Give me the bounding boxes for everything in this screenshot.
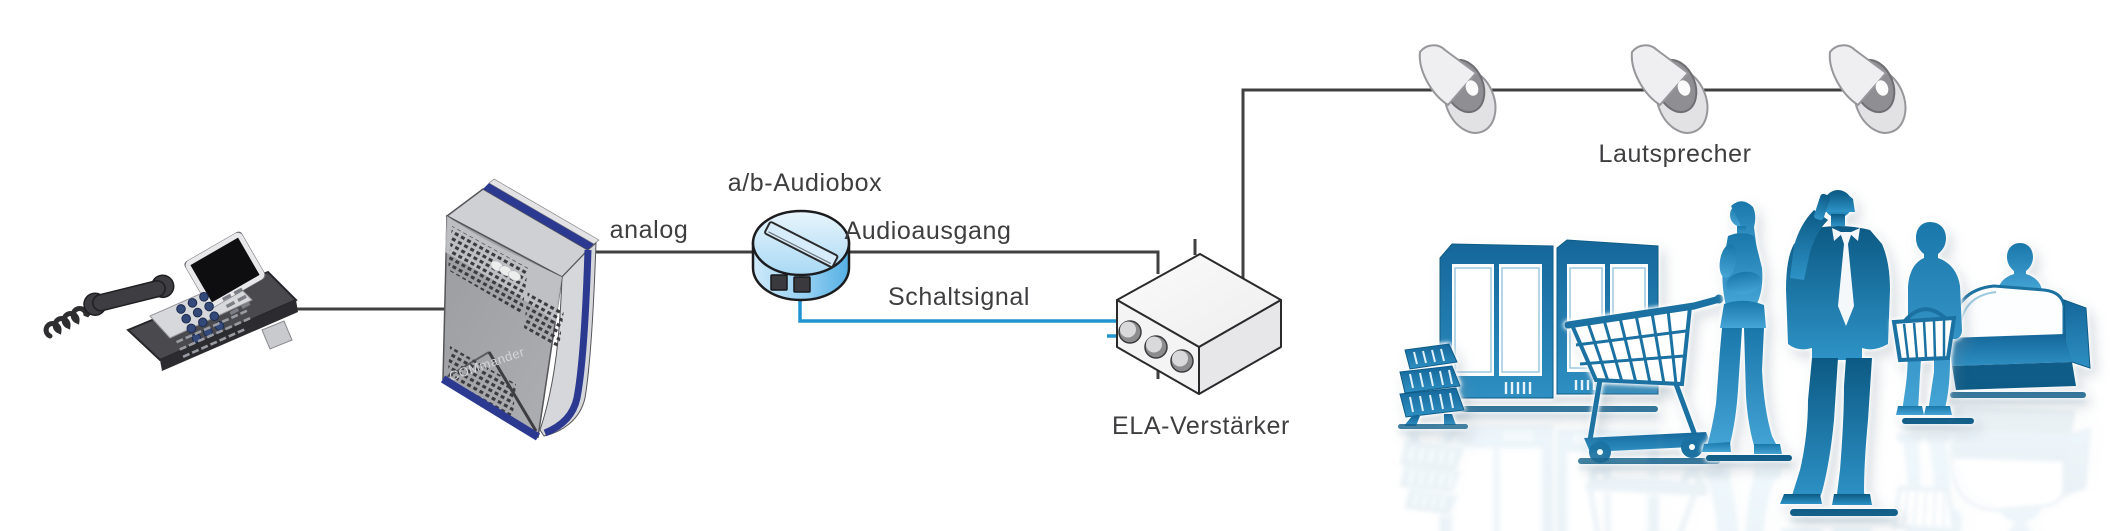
pbx-groove-left <box>446 351 490 378</box>
pbx-stripe-right <box>543 249 592 437</box>
phone-display <box>184 231 266 309</box>
man-with-phone-silhouette <box>1780 190 1898 516</box>
shopper-with-basket-silhouette <box>1891 222 1974 424</box>
speaker-icon <box>1828 44 1916 142</box>
woman-silhouette <box>1702 201 1792 461</box>
speaker-icon <box>1418 44 1506 142</box>
pbx-stripe-bottom <box>440 375 541 441</box>
label-speakers: Lautsprecher <box>1598 140 1752 168</box>
pbx-logo <box>490 260 521 282</box>
phone-dial-keys <box>176 291 225 343</box>
audiobox-port-2 <box>793 276 811 293</box>
wire-amplifier-to-speakers <box>1241 88 1868 278</box>
clerk-silhouette <box>1998 243 2042 292</box>
audiobox-port-1 <box>770 274 788 291</box>
handset <box>83 274 175 316</box>
telephone-illustration <box>43 231 298 371</box>
pbx-illustration: COMmander <box>440 178 600 441</box>
label-audio-output: Audioausgang <box>844 217 1012 245</box>
phone-function-keys <box>222 287 251 316</box>
amplifier-knobs <box>1118 320 1194 373</box>
shopping-cart <box>1564 294 1724 464</box>
handset-cord <box>43 305 103 339</box>
label-analog: analog <box>609 216 689 244</box>
speaker-icon <box>1630 44 1718 142</box>
amplifier-right-face <box>1198 299 1282 395</box>
pbx-groove <box>487 351 538 432</box>
pbx-stripe-top <box>483 183 594 250</box>
phone-speed-keys <box>176 309 251 358</box>
pbx-top-edge <box>488 178 600 245</box>
label-audiobox: a/b-Audiobox <box>727 169 883 197</box>
supermarket-scene <box>1398 190 2090 531</box>
audiobox-illustration <box>751 209 851 302</box>
label-amplifier: ELA-Verstärker <box>1112 412 1290 440</box>
pbx-vents-upper <box>448 226 528 314</box>
phone-stand <box>261 320 293 350</box>
label-switch-signal: Schaltsignal <box>887 283 1031 311</box>
wire-audio-output <box>845 250 1160 379</box>
audiobox-slot <box>764 221 839 268</box>
speakers-group <box>1418 44 1916 142</box>
pbx-vents-mid <box>524 290 564 348</box>
pbx-vents-lower <box>447 346 516 424</box>
floor-reflections <box>1398 398 2090 531</box>
deli-counter <box>1948 243 2091 398</box>
amplifier-illustration <box>1116 239 1282 395</box>
